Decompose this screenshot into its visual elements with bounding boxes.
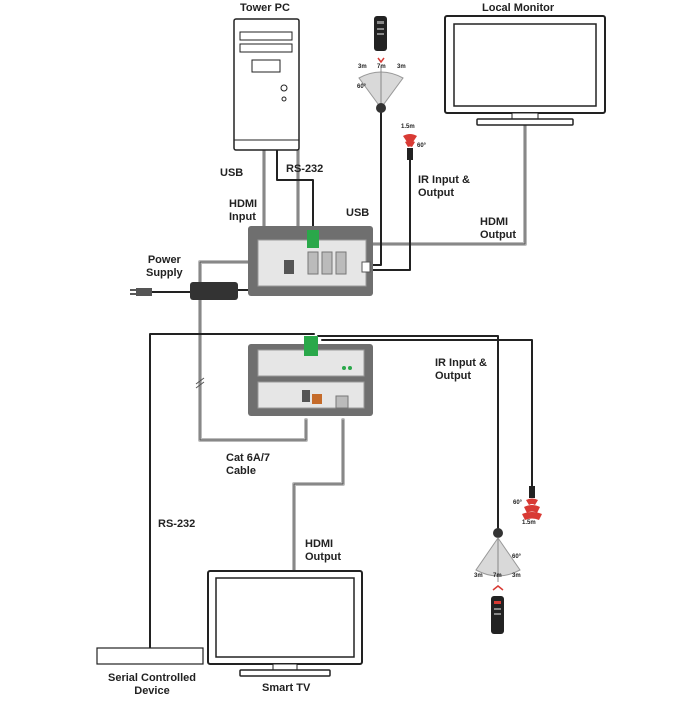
ir-bottom-label-line2: Output <box>435 370 472 382</box>
ir-input-output-label-bottom: IR Input & Output <box>435 357 487 383</box>
ir-top-left-range: 3m <box>358 64 367 70</box>
power-supply-line1: Power <box>147 254 181 266</box>
cat-cable-label: Cat 6A/7 Cable <box>226 452 270 478</box>
smart-tv <box>207 570 363 677</box>
transmitter-unit <box>248 226 373 296</box>
usb-label-top: USB <box>220 167 244 179</box>
ir-remote-bottom <box>491 585 504 634</box>
local-monitor-label: Local Monitor <box>482 2 555 14</box>
hdmi-output-label-top: HDMI Output <box>480 216 516 242</box>
hdmi-input-label-line1: HDMI <box>229 198 258 210</box>
ir-emitter-cable-bottom <box>321 339 533 487</box>
ir-top-emitter-angle: 60° <box>417 143 427 149</box>
local-monitor <box>444 15 606 126</box>
ir-coverage-fan-bottom <box>475 528 521 582</box>
rs232-cable-pc <box>276 149 314 233</box>
hdmi-output-label-bottom: HDMI Output <box>305 538 341 564</box>
rs232-cable-serial <box>149 333 315 651</box>
smart-tv-label: Smart TV <box>262 682 311 694</box>
ir-top-emitter-distance: 1.5m <box>401 124 415 130</box>
serial-device-label: Serial Controlled Device <box>104 672 200 698</box>
ir-bottom-right-range: 3m <box>512 573 521 579</box>
cable-break-marks <box>195 377 205 389</box>
ir-receiver-cable-bottom <box>317 335 499 529</box>
power-supply-label: Power Supply <box>146 254 183 280</box>
cat-cable-line1: Cat 6A/7 <box>226 452 271 464</box>
hdmi-input-label-line2: Input <box>229 211 256 223</box>
ir-bottom-center-range: 7m <box>493 573 502 579</box>
serial-device-line1: Serial Controlled <box>107 672 197 684</box>
ir-top-center-range: 7m <box>377 64 386 70</box>
ir-top-right-range: 3m <box>397 64 406 70</box>
ir-emitter-top <box>403 134 417 160</box>
cat-cable-line2: Cable <box>226 465 256 477</box>
hdmi-output-top-line2: Output <box>480 229 517 241</box>
ir-input-output-label-top: IR Input & Output <box>418 174 470 200</box>
ir-top-angle: 60° <box>357 84 367 90</box>
ir-remote-top <box>374 16 387 64</box>
hdmi-output-bottom-line2: Output <box>305 551 342 563</box>
rs232-label-top: RS-232 <box>286 163 324 175</box>
ir-bottom-left-range: 3m <box>474 573 483 579</box>
ir-emitter-bottom <box>522 486 542 520</box>
ir-top-label-line1: IR Input & <box>418 174 470 186</box>
receiver-unit <box>248 336 373 416</box>
ir-bottom-emitter-distance: 1.5m <box>522 520 536 526</box>
ir-bottom-label-line1: IR Input & <box>435 357 487 369</box>
tower-pc <box>233 18 300 151</box>
usb-label-mid: USB <box>346 207 370 219</box>
ir-top-label-line2: Output <box>418 187 455 199</box>
rs232-label-bottom: RS-232 <box>158 518 196 530</box>
ir-bottom-angle: 60° <box>512 554 522 560</box>
power-supply-line2: Supply <box>146 267 183 279</box>
cables <box>149 111 533 651</box>
ir-bottom-emitter-angle: 60° <box>513 500 523 506</box>
power-supply <box>130 282 238 300</box>
serial-controlled-device <box>96 647 204 665</box>
tower-pc-label: Tower PC <box>240 2 290 14</box>
hdmi-output-bottom-line1: HDMI <box>305 538 334 550</box>
serial-device-line2: Device <box>134 685 170 697</box>
hdmi-output-top-line1: HDMI <box>480 216 509 228</box>
ir-coverage-fan-top <box>358 66 404 113</box>
hdmi-input-label: HDMI Input <box>229 198 257 224</box>
